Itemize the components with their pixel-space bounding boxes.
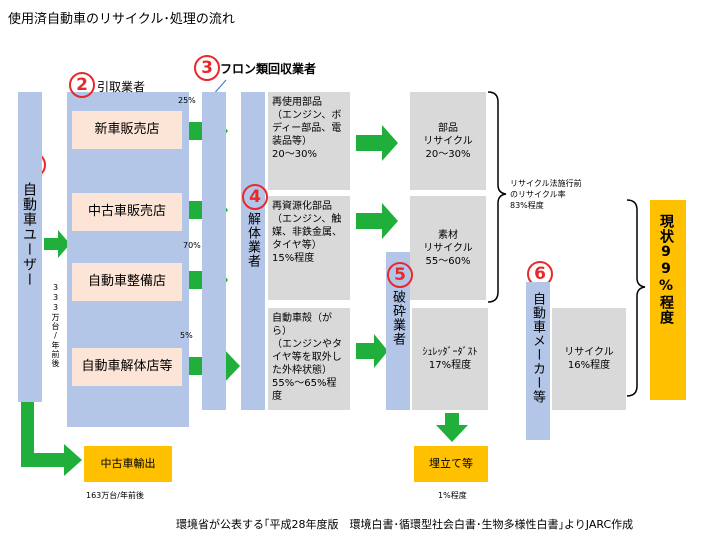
material-recycle-box: 素材 リサイクル 55〜60% — [410, 196, 486, 300]
arrow-resource-material — [356, 203, 398, 239]
maker-bar — [526, 282, 550, 440]
export-box: 中古車輸出 — [84, 446, 172, 482]
source-note: 環境省が公表する｢平成28年度版 環境白書･循環型社会白書･生物多様性白書｣より… — [176, 518, 634, 531]
arrow-user-export — [21, 400, 82, 476]
dismantler-label: 解体業者 — [245, 212, 260, 268]
resource-parts-box: 再資源化部品 （エンジン、触媒、非鉄金属、タイヤ等） 15%程度 — [268, 196, 350, 300]
maker-recycle-box: リサイクル 16%程度 — [552, 308, 626, 410]
arrow-user-collector — [44, 230, 70, 258]
bracket-pre-law — [487, 91, 507, 303]
parts-recycle-box: 部品 リサイクル 20〜30% — [410, 92, 486, 190]
dismantler-bar — [241, 92, 265, 410]
used-car-dealer: 中古車販売店 — [72, 193, 182, 231]
share-25: 25% — [178, 96, 196, 105]
arrow-shell-shredder — [356, 334, 388, 368]
arrow-dust-landfill — [436, 413, 468, 442]
collector-heading: 引取業者 — [97, 80, 146, 94]
freon-bar — [202, 92, 226, 410]
repair-shop: 自動車整備店 — [72, 263, 182, 301]
landfill-box: 埋立て等 — [414, 446, 488, 482]
reuse-parts-box: 再使用部品 （エンジン、ボディー部品、電装品等） 20〜30% — [268, 92, 350, 190]
arrow-reuse-parts — [356, 125, 398, 161]
page-title: 使用済自動車のリサイクル･処理の流れ — [8, 12, 235, 27]
share-70: 70% — [183, 241, 201, 250]
shredder-dust-box: ｼｭﾚｯﾀﾞｰﾀﾞｽﾄ 17%程度 — [412, 308, 488, 410]
user-bar — [18, 92, 42, 402]
maker-label: 自動車メーカー等 — [530, 292, 545, 404]
export-count: 163万台/年前後 — [86, 491, 144, 500]
user-label: 自動車ユーザー — [21, 182, 37, 287]
current-rate-label: 現状99%程度 — [658, 214, 674, 325]
bracket-current — [626, 199, 646, 397]
landfill-share: 1%程度 — [438, 491, 467, 500]
car-shell-box: 自動車殻（がら） （エンジンやタイヤ等を取外した外枠状態） 55%〜65%程度 — [268, 308, 350, 410]
current-rate-box — [650, 200, 686, 400]
share-5: 5% — [180, 331, 193, 340]
step-4-marker: 4 — [242, 184, 268, 210]
user-count: 333万台/年前後 — [51, 283, 60, 368]
freon-heading: フロン類回収業者 — [220, 62, 317, 76]
pre-law-rate: リサイクル法施行前 のリサイクル率 83%程度 — [510, 179, 582, 210]
step-5-marker: 5 — [387, 262, 413, 288]
step-2-marker: 2 — [69, 72, 95, 98]
new-car-dealer: 新車販売店 — [72, 111, 182, 149]
shredder-label: 破砕業者 — [390, 290, 405, 346]
step-3-marker: 3 — [194, 55, 220, 81]
dismantle-shop: 自動車解体店等 — [72, 348, 182, 386]
